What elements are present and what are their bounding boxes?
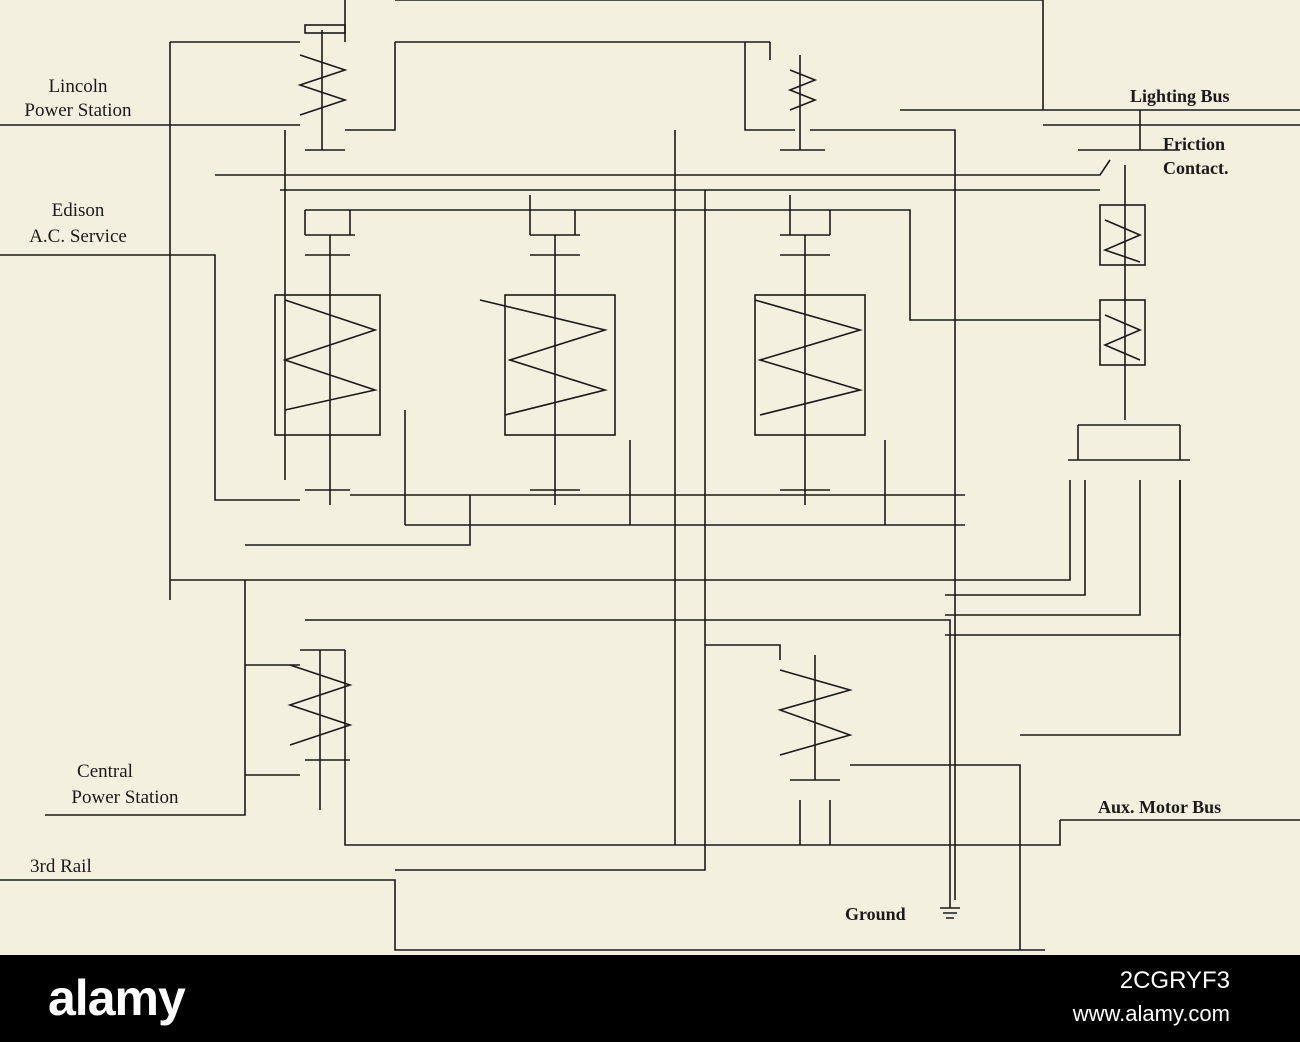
label-friction-2: Contact. [1163,158,1229,178]
wiring-diagram: Lincoln Power Station Edison A.C. Servic… [0,0,1300,951]
aux-motor-line [965,819,1300,846]
central-relay [287,649,353,810]
top-frame-wire [395,0,1044,110]
lower-drops [799,800,831,845]
brand-text: alamy [48,970,186,1026]
wire-rel2-right [810,129,956,900]
bus-545 [245,495,471,546]
brand-url: www.alamy.com [1072,1001,1230,1026]
label-aux-motor: Aux. Motor Bus [1098,797,1221,817]
label-lincoln-2: Power Station [24,100,132,121]
label-central-2: Power Station [71,787,179,808]
main-relay-1 [274,234,381,505]
lower-relay [777,655,853,781]
wire-lincoln-relay-right [345,42,396,131]
lincoln-relay [297,24,348,151]
labels: Lincoln Power Station Edison A.C. Servic… [24,76,1229,924]
row-210-drops [304,195,831,235]
upper-relay-2 [780,55,825,151]
label-ground: Ground [845,904,906,924]
lower-wire-660 [705,644,781,660]
main-relay-2 [479,234,616,505]
brand-logo: alamy [48,969,186,1027]
ground-symbol [940,900,960,919]
bus-615 [945,480,1141,616]
lincoln-loop [169,41,300,600]
edison-feed [0,254,300,501]
label-edison-2: A.C. Service [29,226,127,247]
bus-580 [170,480,1071,581]
relay5-right [850,764,1021,950]
label-edison-1: Edison [52,200,105,221]
upper-right-wire [744,42,795,131]
relay5-top [1020,480,1181,736]
wires [0,0,1300,951]
row-175 [215,159,1111,176]
image-id: 2CGRYF3 [1119,967,1230,994]
label-central-1: Central [77,761,133,782]
lower-top-wire [305,619,951,900]
label-lincoln-1: Lincoln [48,76,108,97]
bus-635 [945,480,1181,636]
friction-relay-up [1099,165,1146,420]
top-wire-2 [395,41,771,60]
lower-wire-645 [344,650,965,846]
bus-595 [945,480,1086,596]
central-feed [45,580,246,816]
label-lighting-bus: Lighting Bus [1130,86,1230,106]
third-rail-line [0,879,1045,951]
main-relay-3 [754,234,866,505]
label-friction-1: Friction [1163,134,1225,154]
row-210 [305,209,1100,321]
contact-bar [1068,424,1190,461]
col-705 [395,190,706,871]
watermark-banner: alamy 2CGRYF3 www.alamy.com [0,955,1300,1042]
relay-coils [274,24,1190,810]
central-link [245,664,300,776]
friction-relay-down [1099,299,1146,366]
label-third-rail: 3rd Rail [30,856,92,877]
